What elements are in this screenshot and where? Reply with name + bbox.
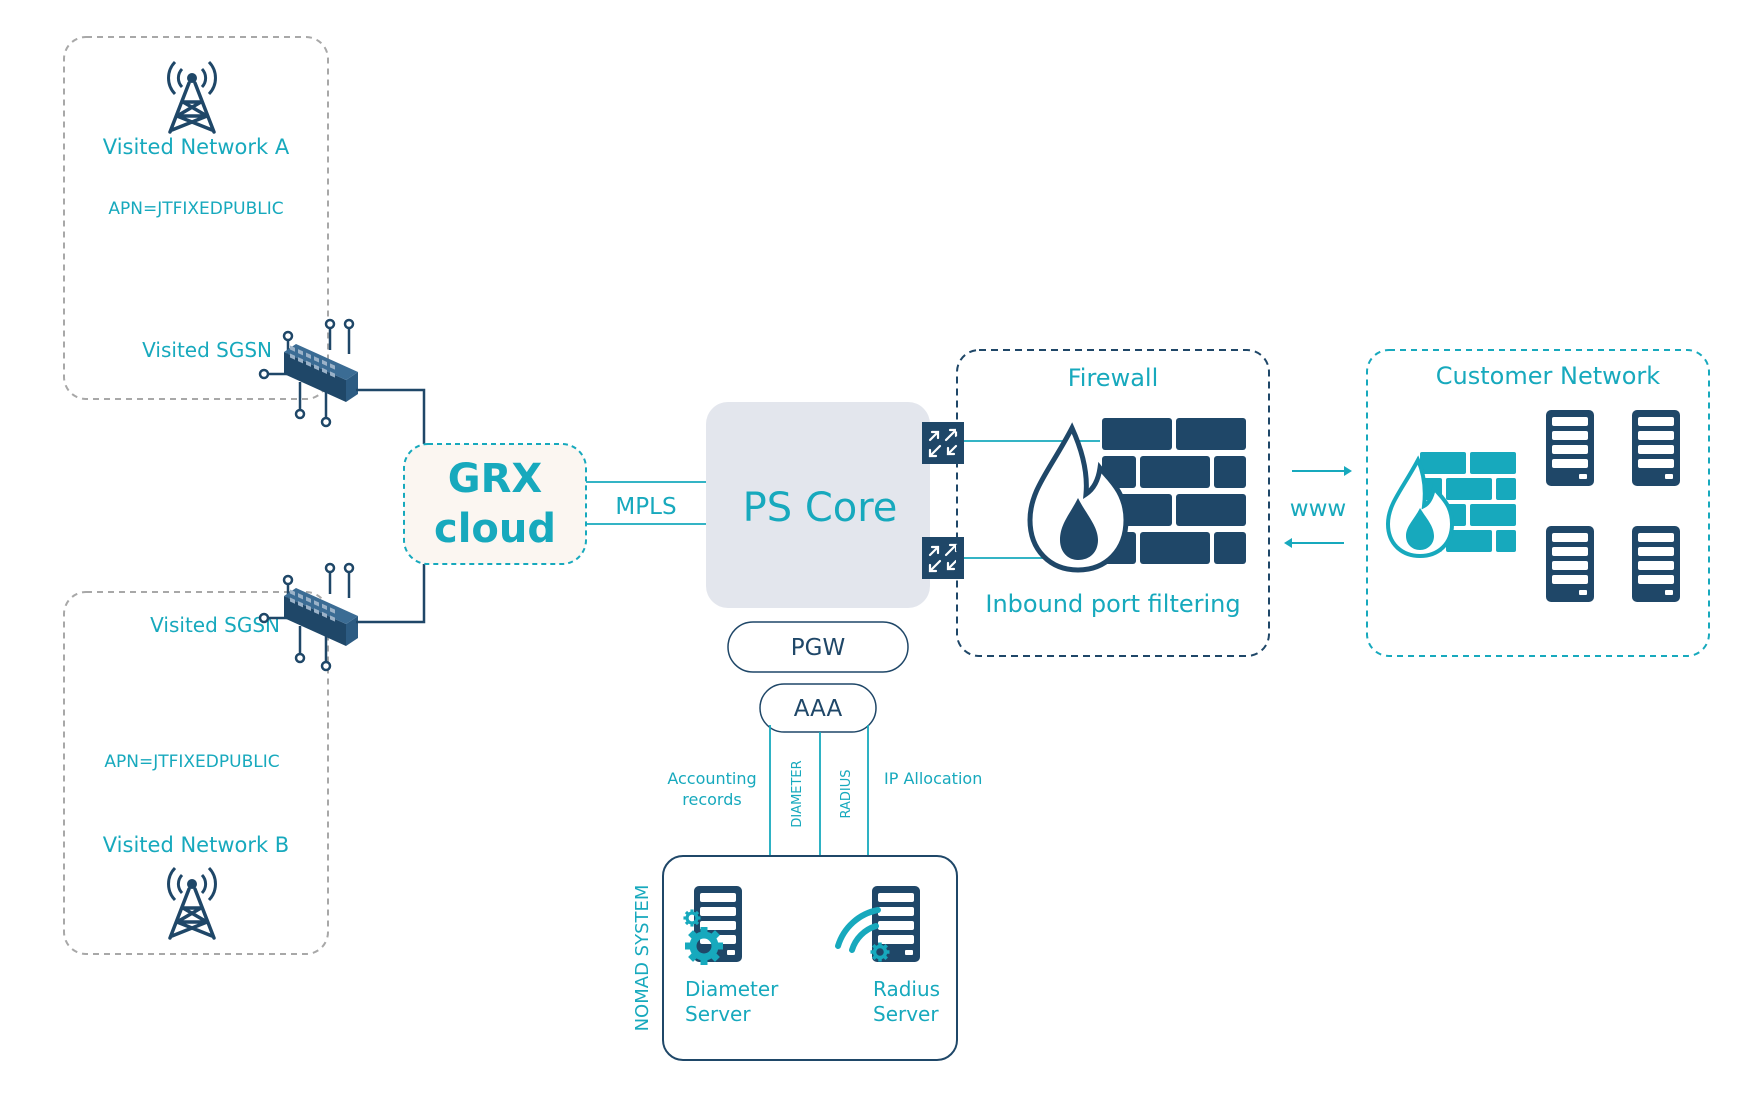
visited-network-b-apn: APN=JTFIXEDPUBLIC: [104, 752, 279, 772]
firewall-zone: Firewall Inbound port filtering: [956, 349, 1270, 657]
customer-network-title: Customer Network: [1436, 362, 1661, 390]
mpls-label: MPLS: [615, 494, 676, 520]
server-icon: [1546, 410, 1594, 486]
grx-cloud-title: GRX: [448, 456, 543, 502]
server-icon: [1546, 526, 1594, 602]
server-icon: [1632, 526, 1680, 602]
diameter-link-label: DIAMETER: [790, 760, 805, 827]
customer-network: Customer Network: [1366, 349, 1710, 657]
aaa-nomad-links: [769, 725, 869, 856]
ps-core: PS Core: [706, 402, 966, 608]
visited-network-a-apn: APN=JTFIXEDPUBLIC: [108, 199, 283, 219]
ip-allocation-label: IP Allocation: [884, 769, 982, 788]
visited-network-b-title: Visited Network B: [103, 833, 289, 857]
customer-firewall-icon: [1385, 452, 1516, 559]
accounting-records-label-1: Accounting: [667, 769, 756, 788]
accounting-records-label-2: records: [682, 790, 741, 809]
ps-core-title: PS Core: [743, 485, 898, 531]
sgsn-switch-icon: [258, 318, 360, 428]
cell-tower-icon: [166, 866, 218, 940]
aaa-node: AAA: [759, 683, 877, 733]
visited-sgsn-b-label: Visited SGSN: [150, 613, 280, 637]
aaa-label: AAA: [794, 696, 843, 722]
diameter-server-label-1: Diameter: [685, 977, 779, 1001]
firewall-caption: Inbound port filtering: [985, 590, 1240, 618]
visited-sgsn-a-label: Visited SGSN: [142, 338, 272, 362]
diameter-server-label-2: Server: [685, 1002, 751, 1026]
firewall-title: Firewall: [1068, 364, 1159, 392]
visited-network-b: Visited SGSN APN=JTFIXEDPUBLIC Visited N…: [63, 562, 360, 955]
visited-network-a-title: Visited Network A: [103, 135, 290, 159]
cell-tower-icon: [166, 60, 218, 134]
www-label: www: [1290, 496, 1346, 522]
nomad-system: NOMAD SYSTEM Diameter Server Radius Serv…: [632, 855, 958, 1061]
www-link: www: [1284, 466, 1352, 548]
firewall-flame-icon: [1027, 418, 1246, 573]
radius-server-label-2: Server: [873, 1002, 939, 1026]
nomad-system-label: NOMAD SYSTEM: [632, 885, 653, 1032]
grx-cloud-subtitle: cloud: [434, 506, 556, 552]
pgw-label: PGW: [791, 635, 845, 661]
sgsn-grx-links: [356, 388, 426, 624]
mpls-links: [586, 481, 706, 525]
pgw-node: PGW: [727, 621, 909, 673]
grx-cloud: GRX cloud: [403, 443, 587, 565]
sgsn-switch-icon: [258, 562, 360, 672]
radius-server-icon: [835, 886, 920, 964]
radius-link-label: RADIUS: [839, 769, 854, 818]
server-icon: [1632, 410, 1680, 486]
visited-network-a: Visited Network A APN=JTFIXEDPUBLIC Visi…: [63, 36, 360, 428]
radius-server-label-1: Radius: [873, 977, 940, 1001]
